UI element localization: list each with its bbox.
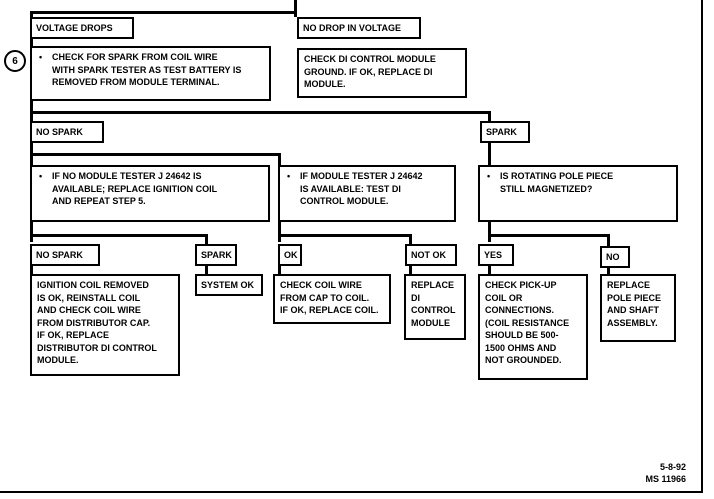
check-module-ground-box: CHECK DI CONTROL MODULE GROUND. IF OK, R… (297, 48, 467, 98)
voltage-drops-box: VOLTAGE DROPS (30, 17, 134, 39)
pole-piece-question-box: • IS ROTATING POLE PIECE STILL MAGNETIZED… (478, 165, 678, 222)
connector (205, 265, 208, 274)
module-tester-available-text: IF MODULE TESTER J 24642 IS AVAILABLE: T… (300, 171, 423, 206)
bullet-mark: • (39, 171, 43, 181)
bullet-mark: • (39, 52, 43, 62)
check-coil-wire-box: CHECK COIL WIRE FROM CAP TO COIL. IF OK,… (273, 274, 391, 324)
no-spark-box: NO SPARK (30, 121, 104, 143)
connector (278, 234, 411, 237)
connector (488, 143, 491, 165)
connector (409, 265, 412, 274)
connector (278, 222, 281, 242)
connector (488, 111, 491, 121)
connector (294, 0, 297, 17)
step-number-badge: 6 (4, 50, 26, 72)
connector (30, 153, 280, 156)
bullet-mark: • (287, 171, 291, 181)
spark-box: SPARK (480, 121, 530, 143)
footer-figure-code: MS 11966 (645, 474, 686, 484)
not-ok-outcome-box: NOT OK (405, 244, 457, 266)
no-module-tester-box: • IF NO MODULE TESTER J 24642 IS AVAILABL… (30, 165, 270, 222)
connector (30, 111, 490, 114)
check-spark-text: CHECK FOR SPARK FROM COIL WIRE WITH SPAR… (52, 52, 242, 87)
module-tester-available-box: • IF MODULE TESTER J 24642 IS AVAILABLE: … (278, 165, 456, 222)
connector (278, 265, 281, 274)
connector (30, 265, 33, 274)
footer-date: 5-8-92 (659, 462, 686, 472)
pole-piece-question-text: IS ROTATING POLE PIECE STILL MAGNETIZED? (500, 171, 614, 194)
check-spark-box: • CHECK FOR SPARK FROM COIL WIRE WITH SPA… (30, 46, 271, 101)
connector (488, 222, 491, 242)
connector (30, 234, 207, 237)
check-pickup-coil-box: CHECK PICK-UP COIL OR CONNECTIONS. (COIL… (478, 274, 588, 380)
connector (488, 265, 491, 274)
replace-pole-piece-box: REPLACE POLE PIECE AND SHAFT ASSEMBLY. (600, 274, 676, 342)
connector (30, 222, 33, 242)
no-drop-in-voltage-box: NO DROP IN VOLTAGE (297, 17, 421, 39)
no-module-tester-text: IF NO MODULE TESTER J 24642 IS AVAILABLE… (52, 171, 218, 206)
connector (488, 234, 609, 237)
yes-outcome-box: YES (478, 244, 514, 266)
connector (607, 267, 610, 274)
connector (607, 234, 610, 246)
page-frame (0, 0, 703, 493)
spark-outcome-box: SPARK (195, 244, 237, 266)
connector (205, 234, 208, 244)
no-spark-outcome-box: NO SPARK (30, 244, 100, 266)
connector (30, 11, 296, 14)
connector (278, 153, 281, 165)
system-ok-box: SYSTEM OK (195, 274, 263, 296)
connector (30, 38, 33, 46)
coil-removed-action-box: IGNITION COIL REMOVED IS OK, REINSTALL C… (30, 274, 180, 376)
no-outcome-box: NO (600, 246, 630, 268)
connector (30, 11, 33, 17)
replace-di-module-box: REPLACE DI CONTROL MODULE (404, 274, 466, 340)
ok-outcome-box: OK (278, 244, 302, 266)
bullet-mark: • (487, 171, 491, 181)
connector (409, 234, 412, 244)
